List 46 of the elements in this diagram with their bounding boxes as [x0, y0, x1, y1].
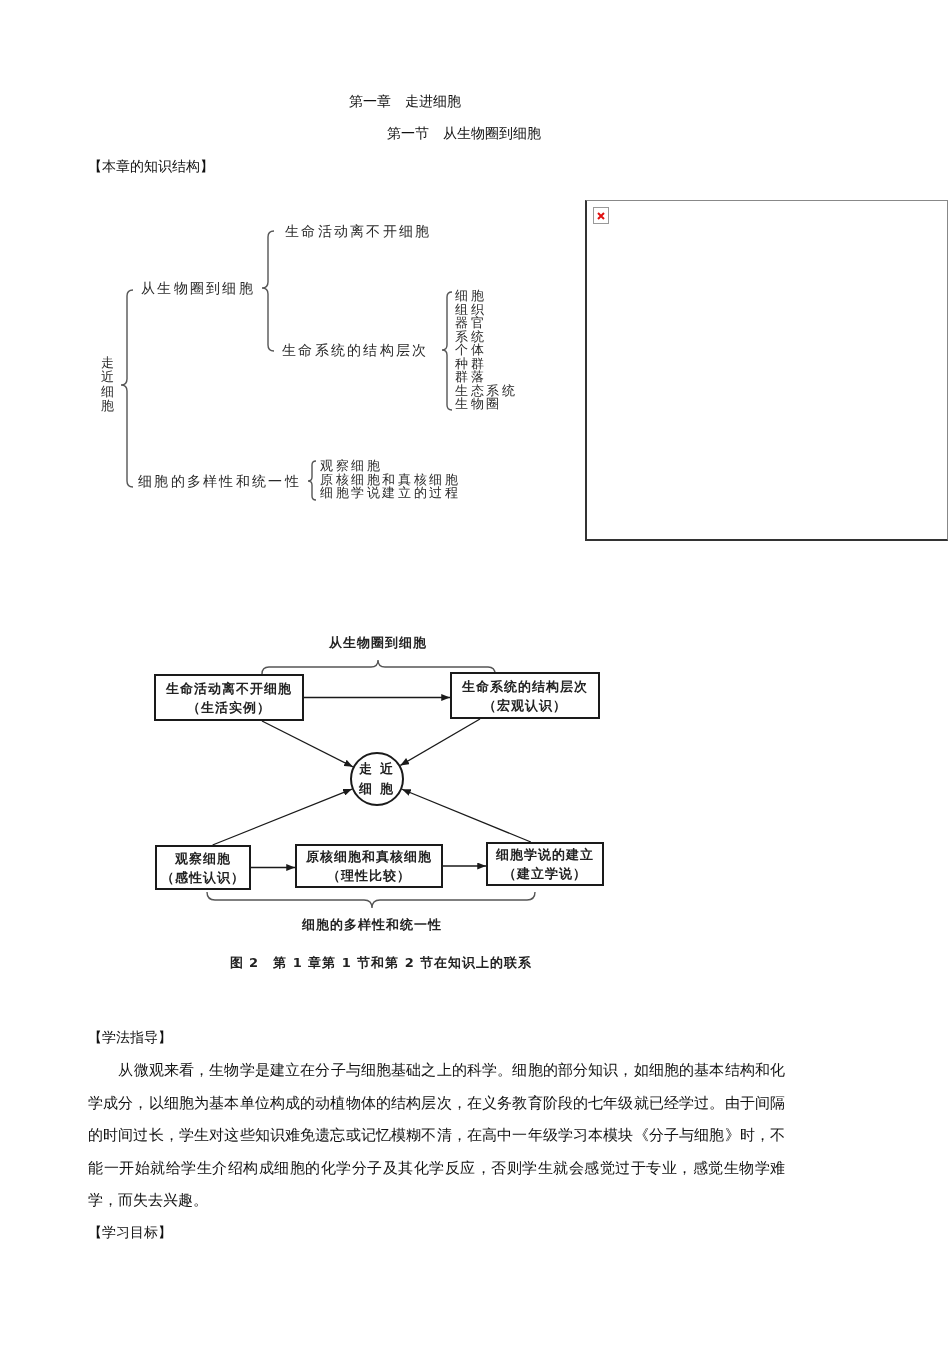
list-item: 观察细胞 [320, 459, 383, 473]
brace-label: 细胞的多样性和统一性 [302, 916, 442, 934]
list-item: 器官 [455, 316, 487, 330]
tree-label: 生命系统的结构层次 [282, 341, 429, 359]
concept-box [155, 845, 251, 890]
concept-title: 观察细胞 [175, 849, 231, 868]
list-item: 细胞学说建立的过程 [320, 486, 461, 500]
concept-box [154, 674, 304, 721]
list-item: 组织 [455, 302, 487, 317]
concept-note: （宏观认识） [483, 696, 567, 715]
section-heading: 【学习目标】 [88, 1224, 172, 1242]
concept-title: 细胞学说的建立 [496, 846, 594, 864]
list-item: 生态系统 [455, 383, 518, 398]
arrow [399, 718, 481, 767]
list-item: 细胞 [455, 289, 487, 303]
concept-note: （生活实例） [187, 698, 271, 717]
list-item: 生物圈 [455, 397, 502, 411]
concept-box [486, 842, 604, 886]
concept-title: 生命系统的结构层次 [462, 677, 588, 696]
brace-label: 从生物圈到细胞 [329, 634, 427, 652]
arrow [250, 864, 296, 871]
list-item: 种群 [455, 356, 487, 371]
tree-root-label: 走近细胞 [101, 356, 114, 414]
concept-box [295, 844, 443, 888]
concept-title: 生命活动离不开细胞 [166, 679, 292, 698]
section-heading: 【学法指导】 [88, 1029, 172, 1047]
arrow [442, 862, 487, 870]
concept-note: （感性认识） [161, 868, 245, 887]
concept-box [450, 672, 600, 719]
tree-label: 从生物圈到细胞 [141, 279, 256, 297]
arrow [303, 694, 451, 701]
concept-note: （理性比较） [327, 867, 411, 885]
chapter-title: 第一章 走进细胞 [349, 93, 461, 111]
tree-label: 细胞的多样性和统一性 [138, 472, 301, 490]
section-heading: 【本章的知识结构】 [88, 158, 214, 176]
list-item: 原核细胞和真核细胞 [320, 472, 461, 487]
figure-caption: 图 2 第 1 章第 1 节和第 2 节在知识上的联系 [229, 954, 533, 972]
list-item: 群落 [455, 370, 487, 384]
concept-title: 原核细胞和真核细胞 [306, 848, 432, 866]
section-title: 第一节 从生物圈到细胞 [387, 125, 541, 143]
concept-title: 走近细胞 [358, 760, 402, 798]
list-item: 个体 [455, 343, 487, 357]
paragraph: 从微观来看，生物学是建立在分子与细胞基础之上的科学。细胞的部分知识，如细胞的基本结构和化学成分，以细胞为基本单位构成的动植物体的结构层次，在义务教育阶段的七年级就已经学过。由于间隔的时间过长，学生对这些知识难免遗忘或记忆模糊不清，在高中一年级学习本模块《分子与细胞》时，不能一开始就给学生介绍构成细胞的化学分子及其化学反应，否则学生就会感觉过于专业，感觉生物学难学，而失去兴趣。 [88, 1060, 785, 1210]
tree-label: 生命活动离不开细胞 [285, 222, 432, 240]
concept-note: （建立学说） [503, 865, 587, 883]
list-item: 系统 [455, 329, 487, 344]
